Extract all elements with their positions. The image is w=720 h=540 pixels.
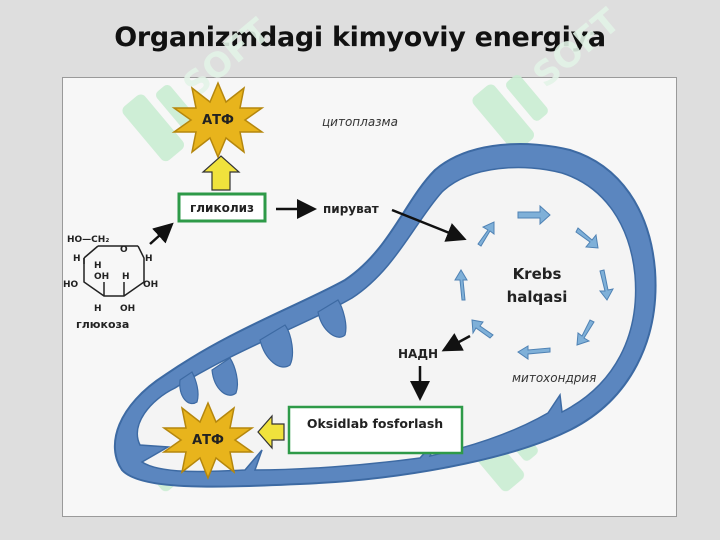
glucose-ho-ch2: HO—CH₂ xyxy=(67,235,109,245)
glucose-h-inner: H xyxy=(122,272,130,282)
cristae xyxy=(179,299,347,405)
arrow-pyruvate-krebs xyxy=(391,208,467,242)
oxphos-label: Oksidlab fosforlash xyxy=(307,416,443,431)
glucose-oh-inner: OH xyxy=(94,272,109,282)
nadh-label: НАДН xyxy=(398,347,438,361)
atp-bottom-label: АТФ xyxy=(192,433,224,448)
mitochondria-label: митохондрия xyxy=(512,371,596,385)
glucose-h-left-mid: H xyxy=(94,261,102,271)
atp-bottom-star xyxy=(161,401,255,481)
krebs-line2: halqasi xyxy=(507,288,568,306)
glucose-h-right-top: H xyxy=(145,254,153,264)
glucose-h-bottom-left: H xyxy=(94,304,102,314)
glucose-ho-left: HO xyxy=(63,280,79,290)
oxphos-box xyxy=(287,405,464,455)
atp-top-label: АТФ xyxy=(202,113,234,128)
glucose-oh-right: OH xyxy=(143,280,158,290)
yellow-left-arrow xyxy=(257,414,285,450)
cytoplasm-label: цитоплазма xyxy=(322,115,398,129)
atp-top-star xyxy=(171,81,265,159)
glycolysis-box xyxy=(177,192,267,223)
glucose-oh-bottom: OH xyxy=(120,304,135,314)
svg-text:SOFT: SOFT xyxy=(526,0,629,95)
glucose-label: глюкоза xyxy=(76,318,129,331)
arrow-glucose-glycolysis xyxy=(149,222,174,245)
glucose-h-left-top: H xyxy=(73,254,81,264)
arrow-krebs-nadh xyxy=(441,333,471,352)
slide-title: Organizmdagi kimyoviy energiya xyxy=(114,22,606,53)
pyruvate-label: пируват xyxy=(323,202,379,216)
glucose-ring-o: O xyxy=(120,245,128,255)
glucose-molecule xyxy=(83,245,145,297)
krebs-cycle-arrows xyxy=(454,204,614,360)
krebs-line1: Krebs xyxy=(513,265,562,283)
svg-text:SOFT: SOFT xyxy=(176,10,279,105)
glycolysis-label: гликолиз xyxy=(190,201,254,215)
yellow-up-arrow xyxy=(201,155,241,191)
